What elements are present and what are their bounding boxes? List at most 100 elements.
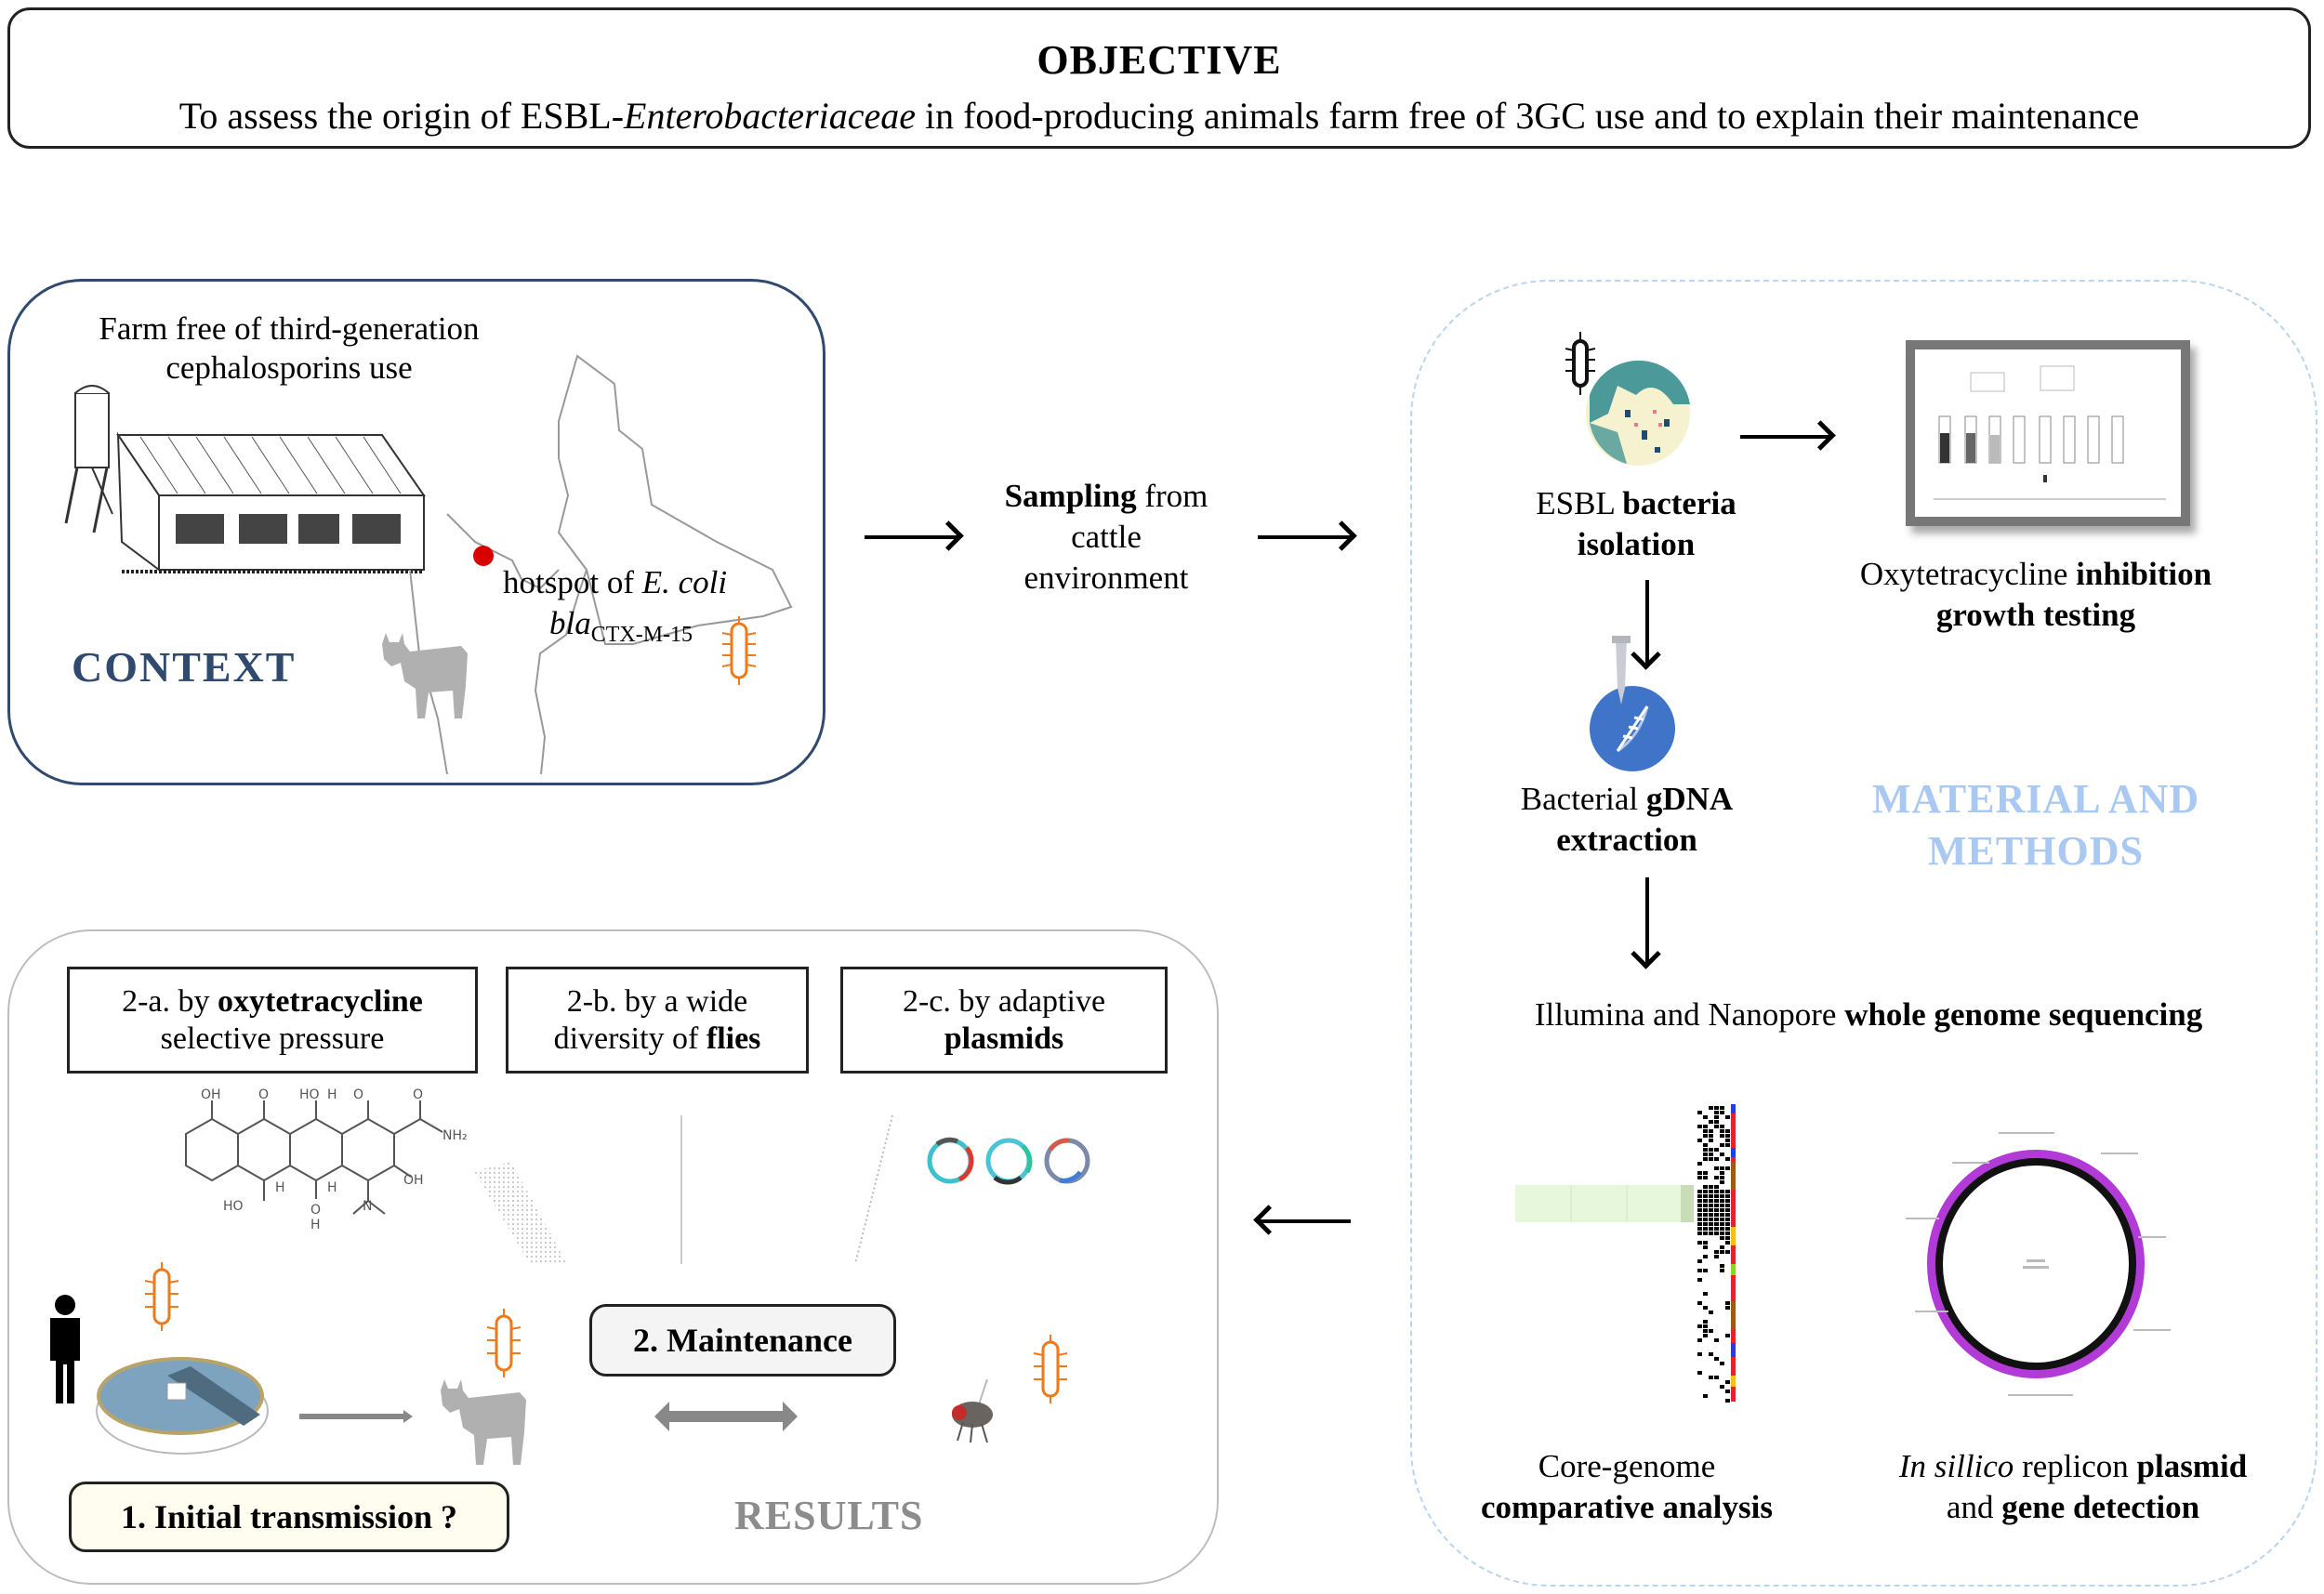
in-silico-line2-normal: and <box>1946 1489 2002 1525</box>
matrix-cell <box>1709 1208 1713 1212</box>
hypothesis-2a-box: 2-a. by oxytetracycline selective pressu… <box>67 967 478 1074</box>
svg-text:OH: OH <box>201 1087 221 1102</box>
matrix-cell <box>1725 1232 1730 1235</box>
hypothesis-2b-box: 2-b. by a wide diversity of flies <box>506 967 809 1074</box>
matrix-cell <box>1714 1232 1719 1235</box>
context-section-label: CONTEXT <box>72 643 297 691</box>
matrix-cell <box>1725 1334 1730 1337</box>
matrix-cell <box>1703 1241 1708 1245</box>
sampling-line3: environment <box>1023 560 1189 596</box>
matrix-cell <box>1714 1222 1719 1226</box>
matrix-cell <box>1725 1241 1730 1245</box>
matrix-cell <box>1720 1232 1724 1235</box>
objective-text: To assess the origin of ESBL-Enterobacte… <box>10 94 2308 138</box>
matrix-cell <box>1714 1357 1719 1361</box>
island-map-icon <box>409 354 793 774</box>
matrix-cell <box>1697 1371 1702 1375</box>
farm-label: Farm free of third-generation cephalospo… <box>47 310 531 388</box>
matrix-cell <box>1697 1218 1702 1221</box>
matrix-cell <box>1709 1129 1713 1133</box>
matrix-cell <box>1714 1106 1719 1110</box>
cow-icon <box>382 633 468 718</box>
arrow-isolation-to-oxy-test <box>1740 435 1829 439</box>
matrix-cell <box>1709 1194 1713 1198</box>
matrix-cell <box>1725 1157 1730 1161</box>
sampling-line2: cattle <box>1071 519 1142 555</box>
svg-text:H: H <box>327 1087 337 1102</box>
hotspot-species: E. coli <box>641 564 728 600</box>
svg-text:OH: OH <box>403 1173 424 1188</box>
matrix-cell <box>1720 1222 1724 1226</box>
extraction-normal: Bacterial <box>1520 781 1646 817</box>
matrix-cell <box>1709 1204 1713 1207</box>
context-panel: Farm free of third-generation cephalospo… <box>7 279 825 785</box>
svg-text:H: H <box>310 1218 321 1232</box>
objective-box: OBJECTIVE To assess the origin of ESBL-E… <box>7 7 2311 149</box>
oxy-bold: inhibition <box>2076 556 2212 592</box>
matrix-cell <box>1714 1166 1719 1170</box>
oxy-normal: Oxytetracycline <box>1859 556 2077 592</box>
matrix-cell <box>1703 1324 1708 1328</box>
hotspot-line1: hotspot of E. coli <box>503 562 727 603</box>
matrix-cell <box>1697 1301 1702 1305</box>
matrix-cell <box>1720 1199 1724 1203</box>
matrix-cell <box>1720 1125 1724 1128</box>
matrix-cell <box>1709 1185 1713 1189</box>
matrix-cell <box>1697 1227 1702 1231</box>
matrix-cell <box>1709 1213 1713 1217</box>
matrix-cell <box>1709 1311 1713 1314</box>
sampling-bold: Sampling <box>1004 478 1137 514</box>
matrix-cell <box>1725 1208 1730 1212</box>
farm-label-line2: cephalosporins use <box>165 349 413 386</box>
matrix-cell <box>1725 1380 1730 1384</box>
core-genome-line2: comparative analysis <box>1480 1489 1773 1525</box>
extraction-line2: extraction <box>1556 822 1697 858</box>
hotspot-label: hotspot of E. coli blaCTX-M-15 <box>503 562 727 648</box>
matrix-cell <box>1709 1222 1713 1226</box>
isolation-bold: bacteria <box>1622 485 1736 521</box>
matrix-cell <box>1714 1208 1719 1212</box>
in-silico-line2-bold: gene detection <box>2001 1489 2200 1525</box>
sequencing-bold: whole genome sequencing <box>1844 996 2203 1033</box>
bacterium-icon <box>486 1309 522 1377</box>
results-section-label: RESULTS <box>734 1493 924 1538</box>
matrix-cell <box>1703 1194 1708 1198</box>
hypothesis-2b-line1: 2-b. by a wide <box>566 983 748 1019</box>
oxy-line1: Oxytetracycline inhibition <box>1822 554 2250 595</box>
matrix-cell <box>1703 1222 1708 1226</box>
matrix-cell <box>1697 1222 1702 1226</box>
matrix-cell <box>1725 1218 1730 1221</box>
transmission-arrow <box>299 1410 413 1423</box>
svg-text:HO: HO <box>223 1199 244 1214</box>
matrix-cell <box>1697 1176 1702 1179</box>
matrix-cell <box>1720 1385 1724 1389</box>
matrix-cell <box>1709 1218 1713 1221</box>
sequencing-normal: Illumina and Nanopore <box>1534 996 1845 1033</box>
arrow-sampling-to-methods <box>1258 535 1351 539</box>
test-tubes-image <box>1915 349 2181 517</box>
objective-text-italic: Enterobacteriaceae <box>624 95 916 137</box>
hypothesis-2c-line1: 2-c. by adaptive <box>902 983 1106 1019</box>
hypothesis-2a-bold: oxytetracycline <box>218 983 423 1019</box>
svg-text:O: O <box>413 1087 423 1102</box>
matrix-cell <box>1725 1143 1730 1147</box>
matrix-cell <box>1709 1329 1713 1333</box>
matrix-cell <box>1703 1232 1708 1235</box>
maintenance-box: 2. Maintenance <box>589 1304 896 1377</box>
matrix-cell <box>1720 1250 1724 1254</box>
dna-extraction-icon <box>1590 636 1675 771</box>
matrix-cell <box>1709 1139 1713 1142</box>
gene-name: blaCTX-M-15 <box>503 603 727 648</box>
matrix-cell <box>1725 1190 1730 1193</box>
matrix-cell <box>1703 1153 1708 1156</box>
matrix-cell <box>1720 1264 1724 1268</box>
matrix-cell <box>1720 1194 1724 1198</box>
matrix-cell <box>1714 1115 1719 1119</box>
wastewater-plant-icon <box>96 1357 269 1455</box>
matrix-cell <box>1725 1390 1730 1393</box>
matrix-cell <box>1725 1236 1730 1240</box>
matrix-cell <box>1703 1185 1708 1189</box>
matrix-cell <box>1703 1129 1708 1133</box>
bacterium-icon <box>1033 1335 1068 1403</box>
matrix-cell <box>1720 1171 1724 1175</box>
